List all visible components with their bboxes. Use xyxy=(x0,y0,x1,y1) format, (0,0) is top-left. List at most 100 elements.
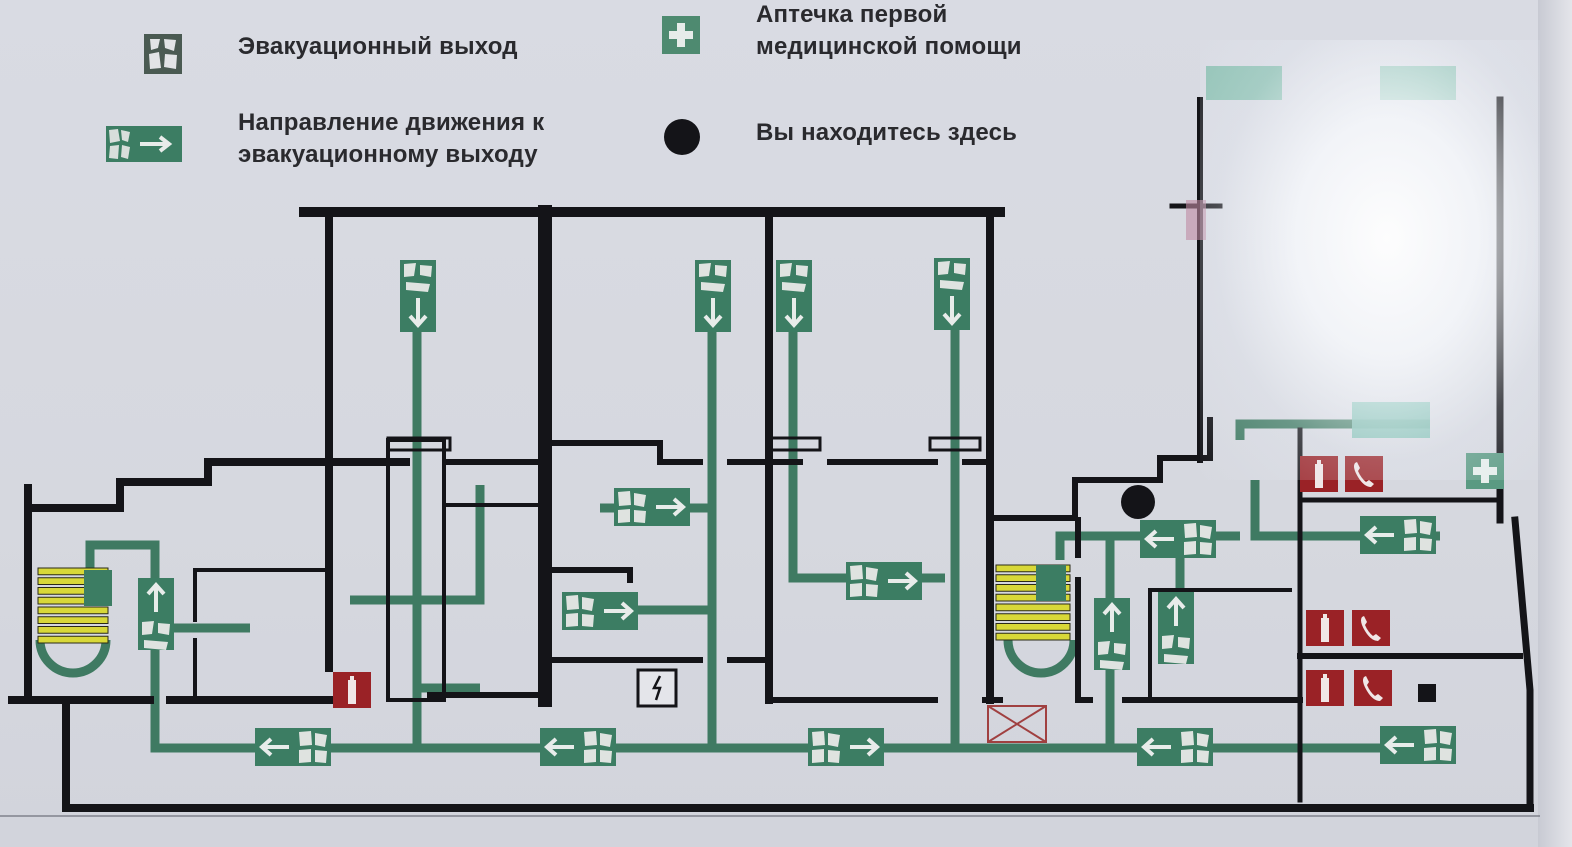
arrow-down-icon xyxy=(784,298,804,329)
arrow-up-icon xyxy=(146,581,166,612)
exit-sign xyxy=(1094,598,1130,670)
running-man-icon xyxy=(142,621,170,650)
exit-sign xyxy=(540,728,616,766)
wall xyxy=(542,440,703,465)
evacuation-routes xyxy=(35,300,1450,753)
arrow-right-icon xyxy=(656,497,687,517)
crossed-area xyxy=(987,705,1047,743)
stair-exit-sign xyxy=(1036,565,1066,601)
first-aid-kit-icon xyxy=(662,16,700,54)
running-man-icon xyxy=(1424,729,1452,761)
arrow-left-icon xyxy=(543,737,574,757)
extinguisher-glyph xyxy=(348,676,356,704)
door-frame xyxy=(928,436,982,452)
running-man-icon xyxy=(1181,731,1209,763)
exit-sign xyxy=(614,488,690,526)
exit-sign xyxy=(138,578,174,650)
running-man-icon xyxy=(699,263,727,292)
faded-exit-sign xyxy=(1380,66,1456,100)
walls xyxy=(8,96,1534,812)
stair-step xyxy=(995,564,1071,573)
wall xyxy=(193,568,332,670)
sign-frame-bottom xyxy=(0,815,1540,817)
running-man-icon xyxy=(1098,641,1126,670)
phone-glyph xyxy=(1361,616,1381,641)
running-man-icon xyxy=(812,731,840,763)
arrow-down-icon xyxy=(942,296,962,327)
stair-turn-route xyxy=(35,639,111,678)
stairwell xyxy=(37,567,109,644)
exit-sign xyxy=(934,258,970,330)
extinguisher-glyph xyxy=(1321,614,1329,642)
you-are-here-dot-icon xyxy=(1121,485,1155,519)
arrow-right-icon xyxy=(888,571,919,591)
legend-you-are-here-label: Вы находитесь здесь xyxy=(756,119,1018,146)
stair-step xyxy=(37,635,109,644)
stair-step xyxy=(995,623,1071,631)
faded-fire-equipment xyxy=(1186,200,1206,240)
stair-step xyxy=(995,613,1071,621)
stair-step xyxy=(995,632,1071,641)
running-man-icon xyxy=(566,595,594,627)
running-man-icon xyxy=(1162,635,1190,664)
stair-step xyxy=(995,603,1071,612)
stair-turn-route xyxy=(1003,639,1079,678)
exit-sign xyxy=(776,260,812,332)
first-aid-kit-icon xyxy=(1466,453,1504,489)
legend-first-aid-label-line1: Аптечка первой xyxy=(756,1,948,28)
stair-step xyxy=(37,626,109,634)
equipment-body xyxy=(1345,456,1383,492)
running-man-icon xyxy=(1404,519,1432,551)
extinguisher-glyph xyxy=(1321,674,1329,702)
plan-markers xyxy=(636,453,1504,743)
exit-sign xyxy=(1360,516,1436,554)
stair-step xyxy=(995,574,1071,582)
phone-glyph xyxy=(1363,676,1383,701)
stair-step xyxy=(37,616,109,624)
evacuation-route xyxy=(350,485,485,605)
fire-extinguisher-icon xyxy=(1300,456,1338,492)
arrow-left-icon xyxy=(1383,735,1414,755)
arrow-left-icon xyxy=(1140,737,1171,757)
exit-sign xyxy=(1137,728,1213,766)
fire-extinguisher-icon xyxy=(333,672,371,708)
exit-sign xyxy=(1380,726,1456,764)
you-are-here-dot-icon xyxy=(664,119,700,155)
wall xyxy=(987,417,1213,521)
running-man-icon xyxy=(1184,523,1212,555)
stair-step xyxy=(995,584,1071,592)
wall xyxy=(552,567,633,583)
legend-direction-label-line1: Направление движения к xyxy=(238,109,545,136)
stair-step xyxy=(37,606,109,615)
equipment-body xyxy=(1354,670,1392,706)
arrow-left-icon xyxy=(258,737,289,757)
legend-direction-label-line2: эвакуационному выходу xyxy=(238,141,538,168)
arrow-up-icon xyxy=(1102,601,1122,632)
fire-extinguisher-icon xyxy=(1306,670,1344,706)
running-man-icon xyxy=(584,731,612,763)
emergency-exit-icon xyxy=(144,34,182,74)
fire-phone-icon xyxy=(1354,670,1392,706)
arrow-right-icon xyxy=(604,601,635,621)
exit-sign xyxy=(695,260,731,332)
running-man-icon xyxy=(938,261,966,290)
exit-signs xyxy=(138,66,1456,766)
legend-first-aid-label-line2: медицинской помощи xyxy=(756,33,1022,60)
exit-sign xyxy=(1158,592,1194,664)
exit-sign xyxy=(1140,520,1216,558)
exit-direction-arrow-icon xyxy=(106,126,182,162)
fire-extinguisher-icon xyxy=(1306,610,1344,646)
stairwells xyxy=(37,564,1071,644)
arrow-left-icon xyxy=(1143,529,1174,549)
faded-exit-sign xyxy=(1206,66,1282,100)
corridor-outline xyxy=(386,438,446,702)
arrow-down-icon xyxy=(408,298,428,329)
lightning-glyph xyxy=(651,675,662,701)
running-man-icon xyxy=(404,263,432,292)
sign-frame-edge xyxy=(1538,0,1572,847)
running-man-icon xyxy=(299,731,327,763)
electrical-panel-icon xyxy=(636,668,678,708)
fire-phone-icon xyxy=(1345,456,1383,492)
wall xyxy=(62,696,1534,812)
